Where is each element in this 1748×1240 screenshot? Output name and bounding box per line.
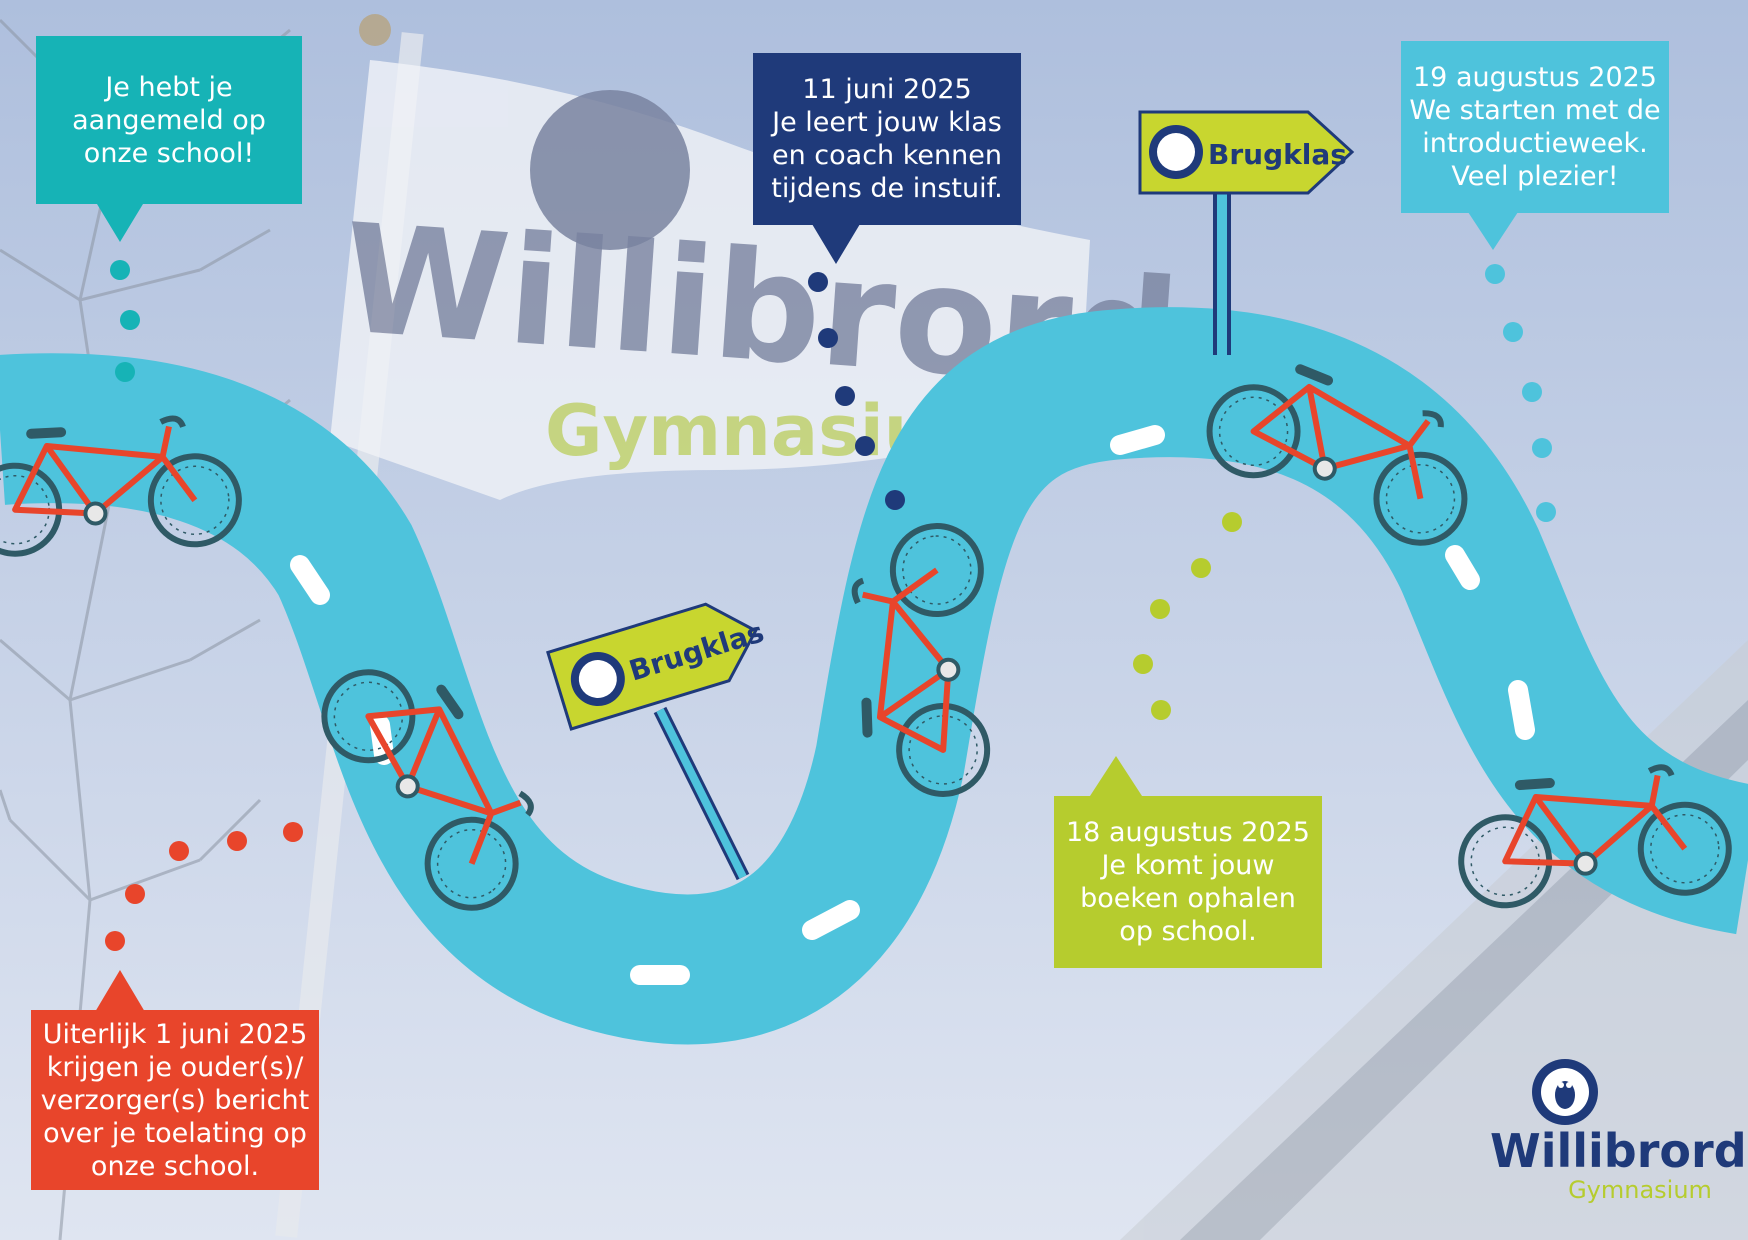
- milestone-aug-19: 19 augustus 2025 We starten met de intro…: [1401, 41, 1669, 213]
- pointer-lime: [1090, 756, 1142, 796]
- road-markings: [290, 425, 1535, 985]
- teal-dots: [110, 260, 140, 382]
- milestone-juni-1: Uiterlijk 1 juni 2025 krijgen je ouder(s…: [31, 1010, 319, 1190]
- logo-name: Willibrord: [1490, 1124, 1747, 1178]
- signpost-2-label: Brugklas: [1208, 138, 1347, 171]
- flag: Willibrord Gymnasium: [330, 60, 1184, 500]
- road: [0, 307, 1748, 1045]
- milestone-aug-18: 18 augustus 2025 Je komt jouw boeken oph…: [1054, 796, 1322, 968]
- pointer-teal: [97, 204, 143, 242]
- sky-dots: [1485, 264, 1556, 522]
- milestone-aangemeld: Je hebt je aangemeld op onze school!: [36, 36, 302, 204]
- pointer-navy: [812, 224, 860, 264]
- navy-dots: [808, 272, 905, 510]
- lime-dots: [1133, 512, 1242, 720]
- milestone-juni-11: 11 juni 2025 Je leert jouw klas en coach…: [753, 53, 1021, 225]
- logo-subtitle: Gymnasium: [1568, 1176, 1712, 1204]
- owl-icon: [1532, 1059, 1598, 1125]
- red-dots: [105, 822, 303, 951]
- pointer-sky: [1468, 212, 1518, 250]
- signpost-2: Brugklas: [1138, 110, 1355, 355]
- pointer-red: [95, 970, 145, 1012]
